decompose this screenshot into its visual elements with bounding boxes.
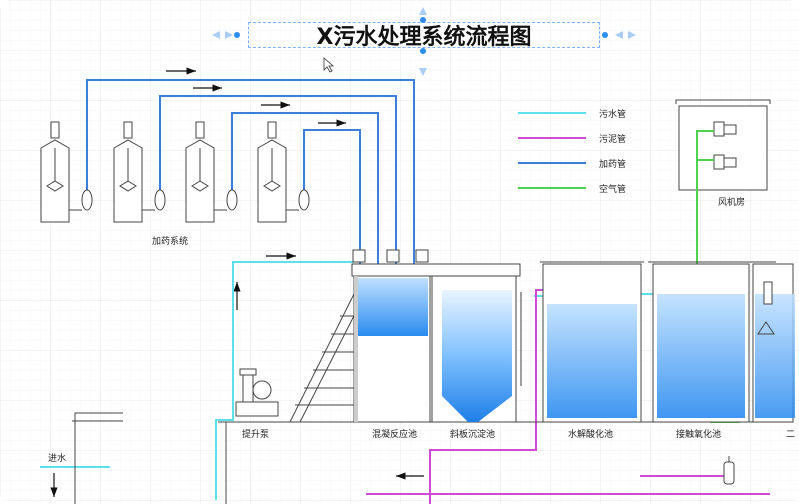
hydrolysis-tank <box>540 261 644 423</box>
resize-handle-bottom[interactable] <box>420 48 426 54</box>
hydrolysis-tank-label: 水解酸化池 <box>568 430 614 440</box>
resize-handle-top[interactable] <box>420 17 426 23</box>
flow-arrows <box>50 67 424 497</box>
coagulation-tank-label: 混凝反应池 <box>372 430 418 440</box>
contact-oxidation-tank <box>648 261 776 423</box>
lift-pump-label: 提升泵 <box>242 430 270 440</box>
settler-label: 斜板沉淀池 <box>450 430 496 440</box>
dosing-system-label: 加药系统 <box>152 237 189 247</box>
secondary-tank <box>752 263 795 423</box>
lift-pump <box>235 368 279 417</box>
dosing-tank-4 <box>257 121 310 223</box>
bottom-pump <box>723 456 735 485</box>
dosing-pipes <box>86 79 415 265</box>
blower-room <box>675 99 771 191</box>
coagulation-tank <box>351 249 521 423</box>
contact-oxidation-label: 接触氧化池 <box>676 430 722 440</box>
secondary-tank-label: 二 <box>786 430 796 440</box>
dosing-tank-1 <box>40 121 93 223</box>
resize-handle-right[interactable] <box>602 32 608 38</box>
legend-swatches <box>518 112 586 189</box>
blower-room-label: 风机房 <box>718 198 746 208</box>
diagram-title[interactable]: X污水处理系统流程图 <box>248 22 600 50</box>
legend-sewage-label: 污水管 <box>599 110 627 120</box>
legend-air-label: 空气管 <box>599 185 627 195</box>
dosing-tanks <box>40 121 310 223</box>
legend-sludge-label: 污泥管 <box>599 135 627 145</box>
inlet-label: 进水 <box>48 454 67 464</box>
dosing-tank-3 <box>185 121 238 223</box>
selection-handles[interactable] <box>212 7 636 76</box>
dosing-tank-2 <box>113 121 166 223</box>
inclined-plate-settler <box>431 275 522 423</box>
legend-dosing-label: 加药管 <box>599 160 627 170</box>
resize-handle-left[interactable] <box>234 32 240 38</box>
